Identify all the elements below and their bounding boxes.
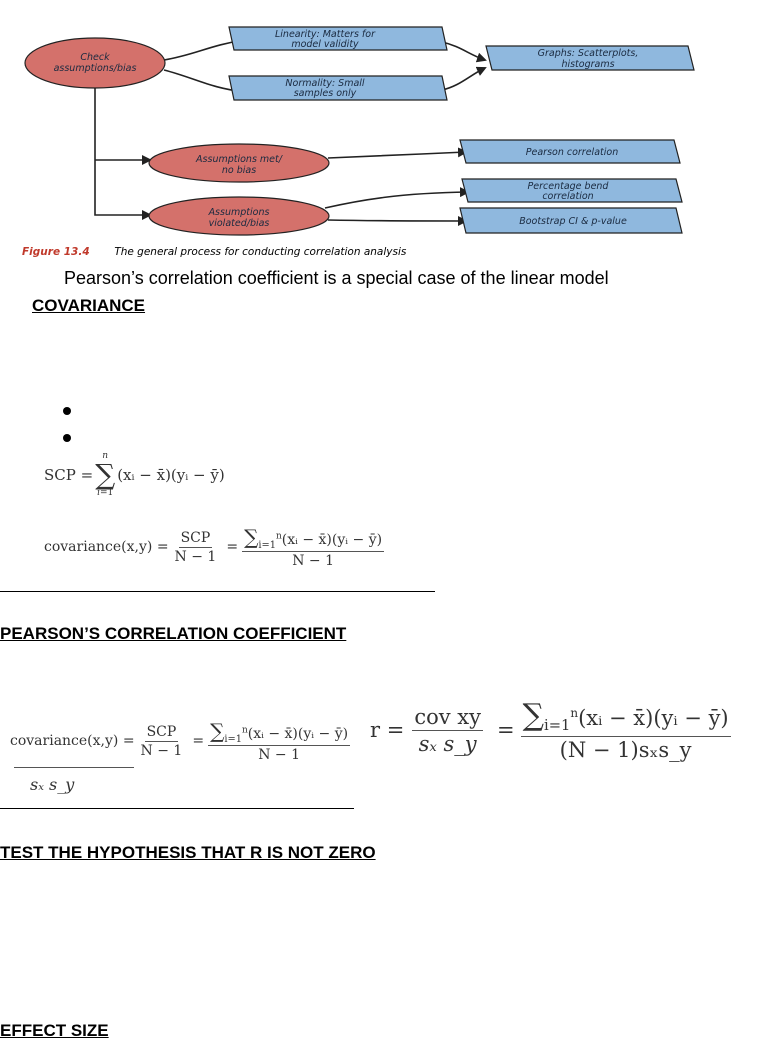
divider (0, 591, 435, 592)
heading-hypothesis: TEST THE HYPOTHESIS THAT R IS NOT ZERO (0, 843, 376, 862)
formula-scp: SCP = n ∑ i=1 (xᵢ − x̄)(yᵢ − ȳ) (44, 450, 225, 500)
fraction-denominator: N − 1 (140, 742, 183, 759)
sigma-symbol: n ∑ i=1 (95, 451, 116, 498)
sx-sy-label: sₓ s_y (30, 775, 75, 794)
node-bend-line1: Percentage bend (528, 181, 610, 192)
node-check-assumptions: Check assumptions/bias (24, 37, 166, 89)
fraction-sum: ∑i=1n(xᵢ − x̄)(yᵢ − ȳ) N − 1 (242, 524, 385, 570)
heading-effect-size: EFFECT SIZE (0, 1021, 109, 1040)
node-normality-line2: samples only (294, 88, 357, 99)
formula-r: r = cov xy sₓ s_y = ∑i=1n(xᵢ − x̄)(yᵢ − … (370, 698, 731, 762)
node-graphs-line1: Graphs: Scatterplots, (538, 48, 639, 59)
node-bootstrap-text: Bootstrap CI & p-value (519, 216, 627, 227)
node-linearity-line1: Linearity: Matters for (275, 29, 376, 40)
fraction-scp-2: SCP N − 1 (139, 724, 185, 759)
node-graphs: Graphs: Scatterplots, histograms (485, 45, 695, 71)
node-pearson-text: Pearson correlation (526, 147, 618, 158)
intro-text: Pearson’s correlation coefficient is a s… (64, 268, 609, 288)
node-pearson: Pearson correlation (459, 139, 681, 164)
fraction-sum-term: (xᵢ − x̄)(yᵢ − ȳ) (247, 725, 349, 742)
fraction-bar (14, 767, 134, 768)
formula-covariance: covariance(x,y) = SCP N − 1 = ∑i=1n(xᵢ −… (44, 524, 385, 570)
node-check-line2: assumptions/bias (54, 63, 137, 74)
node-violated-line2: violated/bias (209, 218, 270, 229)
fraction-cov-over-s: cov xy sₓ s_y (412, 705, 483, 756)
fraction-r-full: ∑i=1n(xᵢ − x̄)(yᵢ − ȳ) (N − 1)sₓs_y (520, 698, 731, 762)
fraction-denominator: N − 1 (292, 553, 334, 570)
fraction-numerator: cov xy (412, 704, 483, 731)
fraction-sum-2: ∑i=1n(xᵢ − x̄)(yᵢ − ȳ) N − 1 (208, 718, 351, 764)
fraction-denominator: sₓ s_y (418, 731, 477, 756)
correlation-flowchart: Check assumptions/bias Assumptions met/ … (24, 26, 695, 236)
node-assumptions-violated: Assumptions violated/bias (148, 196, 330, 236)
figure-label: Figure 13.4 (22, 246, 90, 258)
node-bend-line2: correlation (542, 191, 593, 202)
formula-r-lhs: r = (370, 718, 405, 742)
fraction-numerator: SCP (144, 723, 179, 742)
fraction-denominator: N − 1 (174, 548, 217, 565)
node-met-line1: Assumptions met/ (195, 154, 284, 165)
heading-pearson: PEARSON’S CORRELATION COEFFICIENT (0, 624, 347, 643)
node-met-line2: no bias (222, 165, 256, 176)
node-linearity-line2: model validity (291, 39, 359, 50)
bullet-point (63, 434, 71, 442)
node-normality-line1: Normality: Small (285, 78, 364, 89)
formula-cov-lhs-2: covariance(x,y) = (10, 733, 135, 749)
bullet-point (63, 407, 71, 415)
fraction-denominator: N − 1 (258, 747, 300, 764)
node-assumptions-met: Assumptions met/ no bias (148, 143, 330, 183)
node-linearity: Linearity: Matters for model validity (228, 26, 448, 51)
node-percentage-bend: Percentage bend correlation (461, 178, 683, 203)
node-check-line1: Check (80, 52, 110, 63)
fraction-denominator: (N − 1)sₓs_y (559, 737, 692, 762)
formula-covariance-2: covariance(x,y) = SCP N − 1 = ∑i=1n(xᵢ −… (10, 718, 351, 764)
formula-scp-lhs: SCP = (44, 466, 94, 484)
flow-connectors (94, 36, 487, 226)
formula-scp-term: (xᵢ − x̄)(yᵢ − ȳ) (117, 466, 225, 484)
divider (0, 808, 354, 809)
figure-caption-text: The general process for conducting corre… (114, 246, 407, 258)
node-bootstrap: Bootstrap CI & p-value (459, 207, 683, 234)
figure-caption: Figure 13.4 The general process for cond… (22, 246, 406, 258)
fraction-sum-term: (xᵢ − x̄)(yᵢ − ȳ) (281, 531, 383, 548)
fraction-scp: SCP N − 1 (173, 530, 219, 565)
node-graphs-line2: histograms (561, 59, 614, 70)
fraction-numerator: SCP (178, 529, 213, 548)
fraction-sum-term: (xᵢ − x̄)(yᵢ − ȳ) (578, 706, 729, 731)
node-normality: Normality: Small samples only (228, 75, 448, 101)
heading-covariance: COVARIANCE (32, 296, 146, 315)
formula-cov-lhs: covariance(x,y) = (44, 539, 169, 555)
node-violated-line1: Assumptions (208, 207, 270, 218)
